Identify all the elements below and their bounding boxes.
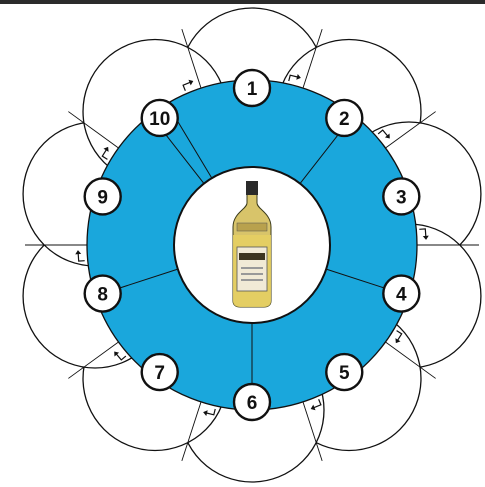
center-circle (174, 167, 330, 323)
station-marker: 5 (326, 354, 362, 390)
station-marker: 7 (142, 354, 178, 390)
station-marker: 9 (85, 178, 121, 214)
station-number: 7 (154, 363, 165, 384)
station-marker: 10 (142, 100, 178, 136)
station-number: 2 (339, 109, 350, 130)
station-marker: 8 (85, 276, 121, 312)
station-number: 8 (97, 285, 108, 306)
station-number: 9 (97, 187, 108, 208)
station-marker: 1 (234, 70, 270, 106)
station-marker: 2 (326, 100, 362, 136)
station-number: 3 (396, 187, 407, 208)
station-number: 5 (339, 363, 350, 384)
bottle-label-line (241, 267, 263, 269)
station-marker: 6 (234, 384, 270, 420)
station-number: 6 (247, 393, 258, 414)
bottle-label-line (241, 279, 263, 281)
station-marker: 4 (383, 276, 419, 312)
header-bar (0, 0, 485, 4)
station-number: 1 (247, 79, 258, 100)
bottle-label-band (239, 253, 265, 260)
station-number: 4 (396, 285, 407, 306)
bottle-label-line (241, 273, 263, 275)
station-number: 10 (149, 109, 170, 130)
bottle-cap (246, 181, 258, 195)
station-marker: 3 (383, 178, 419, 214)
bottle-neck-label (237, 223, 267, 231)
